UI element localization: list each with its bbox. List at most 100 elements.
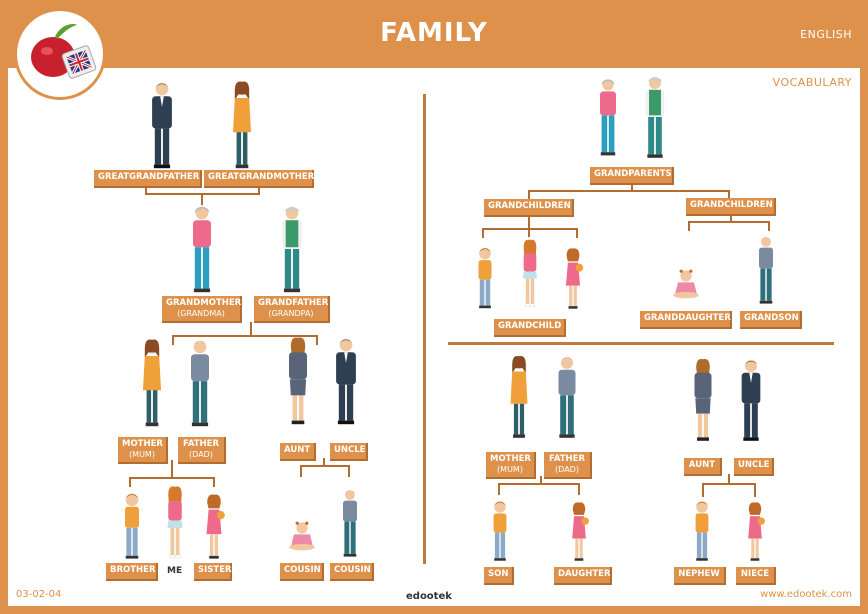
- connector: [730, 214, 732, 222]
- grandson-figure: [472, 244, 498, 310]
- granddaughter-figure: [560, 246, 586, 310]
- header-bar: [0, 0, 868, 68]
- apple-logo: [14, 8, 106, 100]
- connector: [702, 483, 756, 485]
- label-mother: MOTHER(MUM): [486, 452, 536, 479]
- label-grandson: GRANDSON: [740, 311, 802, 329]
- connector: [145, 186, 147, 194]
- aunt-figure: [280, 334, 316, 428]
- brother-figure: [118, 490, 146, 560]
- label-father: FATHER(DAD): [544, 452, 592, 479]
- great-grandmother-figure: [224, 80, 260, 170]
- label-aunt: AUNT: [280, 443, 316, 461]
- connector: [482, 228, 578, 230]
- label-son: SON: [484, 567, 514, 585]
- connector: [258, 186, 260, 194]
- connector: [498, 483, 580, 485]
- connector: [768, 221, 770, 231]
- connector: [688, 221, 770, 223]
- horizontal-divider: [448, 342, 834, 345]
- label-uncle: UNCLE: [734, 458, 774, 476]
- label-grandmother: GRANDMOTHER(GRANDMA): [162, 296, 242, 323]
- label-grandfather: GRANDFATHER(GRANDPA): [254, 296, 330, 323]
- label-granddaughter: GRANDDAUGHTER: [640, 311, 732, 329]
- label-cousin: COUSIN: [280, 563, 324, 581]
- connector: [316, 335, 318, 345]
- connector: [300, 465, 302, 477]
- label-aunt: AUNT: [684, 458, 722, 476]
- connector: [172, 335, 174, 345]
- label-grandchild: GRANDCHILD: [494, 319, 566, 337]
- grandfather-figure: [638, 72, 672, 162]
- granddaughter-figure: [516, 236, 544, 310]
- connector: [250, 322, 252, 336]
- connector: [728, 474, 730, 484]
- connector: [323, 458, 325, 466]
- label-father: FATHER(DAD): [178, 437, 226, 464]
- section-label: VOCABULARY: [772, 76, 852, 89]
- grandmother-figure: [592, 72, 624, 162]
- connector: [482, 228, 484, 238]
- uncle-figure: [328, 334, 364, 428]
- connector: [728, 190, 730, 200]
- connector: [129, 477, 215, 479]
- me-figure: [160, 484, 190, 560]
- label-me: ME: [167, 566, 183, 576]
- great-grandfather-figure: [144, 80, 180, 170]
- grandfather-figure: [274, 204, 310, 294]
- connector: [754, 483, 756, 497]
- page-title: FAMILY: [380, 18, 488, 48]
- connector: [201, 193, 203, 205]
- connector: [300, 465, 350, 467]
- label-niece: NIECE: [736, 567, 776, 585]
- niece-figure: [742, 500, 768, 562]
- connector: [348, 465, 350, 477]
- cousin-baby-figure: [286, 520, 318, 552]
- grandmother-figure: [184, 204, 220, 294]
- label-cousin: COUSIN: [330, 563, 374, 581]
- connector: [172, 335, 318, 337]
- apple-flag-icon: [31, 24, 97, 79]
- father-figure: [182, 338, 218, 428]
- connector: [498, 483, 500, 495]
- connector: [688, 221, 690, 231]
- connector: [578, 483, 580, 495]
- label-great-grandfather: GREATGRANDFATHER: [94, 170, 202, 188]
- label-nephew: NEPHEW: [674, 567, 726, 585]
- nephew-figure: [688, 498, 716, 562]
- language-label: ENGLISH: [800, 28, 852, 41]
- label-mother: MOTHER(MUM): [118, 437, 168, 464]
- connector: [213, 477, 215, 487]
- aunt-figure: [686, 352, 720, 448]
- son-figure: [486, 498, 514, 562]
- label-sister: SISTER: [194, 563, 232, 581]
- connector: [576, 228, 578, 238]
- connector: [171, 460, 173, 478]
- website-url: www.edootek.com: [760, 589, 852, 600]
- vertical-divider: [423, 94, 426, 564]
- father-figure: [550, 352, 584, 442]
- mother-figure: [134, 338, 170, 428]
- connector: [528, 190, 730, 192]
- grandson-figure: [752, 232, 780, 308]
- cousin-boy-figure: [336, 486, 364, 560]
- label-brother: BROTHER: [106, 563, 158, 581]
- connector: [129, 477, 131, 487]
- label-uncle: UNCLE: [330, 443, 368, 461]
- baby-figure: [670, 268, 702, 300]
- brand-name: edootek: [406, 591, 452, 602]
- label-daughter: DAUGHTER: [554, 567, 612, 585]
- mother-figure: [502, 352, 536, 442]
- connector: [540, 476, 542, 484]
- connector: [631, 183, 633, 191]
- frame-right: [860, 0, 868, 614]
- frame-left: [0, 0, 8, 614]
- uncle-figure: [734, 352, 768, 448]
- daughter-figure: [566, 500, 592, 562]
- sister-figure: [200, 492, 228, 560]
- connector: [528, 215, 530, 237]
- poster-code: 03-02-04: [16, 589, 62, 600]
- connector: [528, 190, 530, 200]
- connector: [702, 483, 704, 497]
